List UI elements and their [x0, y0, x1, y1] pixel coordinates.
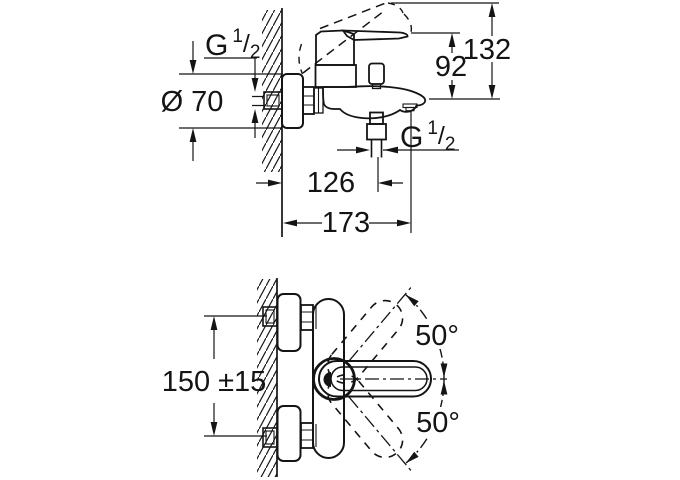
- dim-inlet-spacing: 150 ±15: [162, 315, 267, 437]
- shower-coupling: [366, 123, 387, 141]
- dim-height-132: 132: [391, 2, 511, 99]
- union-nut-bottom-flats: [301, 424, 317, 447]
- dim-height-92: 92: [411, 32, 500, 100]
- wall-section: [262, 8, 283, 237]
- diverter-knob: [368, 62, 385, 85]
- swing-up-label: 50°: [415, 320, 459, 352]
- cartridge-housing: [314, 64, 357, 88]
- width-173-label: 173: [322, 207, 370, 239]
- swing-down-label: 50°: [416, 407, 460, 439]
- lever-dashed-up: [326, 299, 404, 384]
- union-nut-bottom: [300, 422, 314, 449]
- dim-width-173: 173: [283, 110, 412, 239]
- spout: [322, 85, 427, 120]
- lever-cap: [315, 29, 355, 66]
- front-view: 50° 50° 150 ±15: [162, 278, 466, 477]
- dim-width-126: 126: [256, 157, 403, 199]
- flange-diameter-label: Ø 70: [161, 86, 224, 118]
- centerline-up-50: [348, 284, 414, 362]
- supply-pipe-stub: [252, 95, 264, 107]
- height-92-label: 92: [435, 51, 467, 83]
- diverter-stem: [371, 83, 382, 90]
- inlet-spacing-label: 150 ±15: [162, 366, 267, 398]
- swing-angle: 50° 50°: [340, 284, 466, 474]
- flange-top: [276, 293, 302, 352]
- height-132-label: 132: [463, 34, 511, 66]
- union-nut-top: [300, 304, 314, 331]
- inlet-elbow-bottom-inner: [265, 430, 275, 445]
- lever-dashed-down: [326, 374, 404, 459]
- aerator-tip: [405, 106, 415, 112]
- union-nut-top-flats: [301, 306, 317, 329]
- lever-raised-dashed: [298, 1, 413, 75]
- union-nut-flats: [303, 95, 314, 106]
- label-mask-top: [409, 319, 465, 349]
- wall-elbow-inner: [266, 94, 280, 107]
- width-126-label: 126: [307, 167, 355, 199]
- dim-flange-diameter: Ø 70: [161, 41, 282, 161]
- lever-handle: [318, 360, 432, 398]
- pivot-circle: [312, 357, 356, 401]
- faucet-side: [252, 1, 427, 158]
- flange-bottom: [276, 405, 302, 462]
- faucet-front: [262, 293, 432, 462]
- lever-blade: [341, 29, 409, 41]
- union-nut: [302, 86, 315, 115]
- centerline-down-50: [348, 396, 414, 474]
- wall-hatching: [262, 10, 282, 172]
- shower-pipe: [370, 139, 383, 158]
- logo-mark: [323, 372, 331, 387]
- label-mask-bottom: [410, 407, 466, 437]
- mounting-flange: [281, 73, 304, 129]
